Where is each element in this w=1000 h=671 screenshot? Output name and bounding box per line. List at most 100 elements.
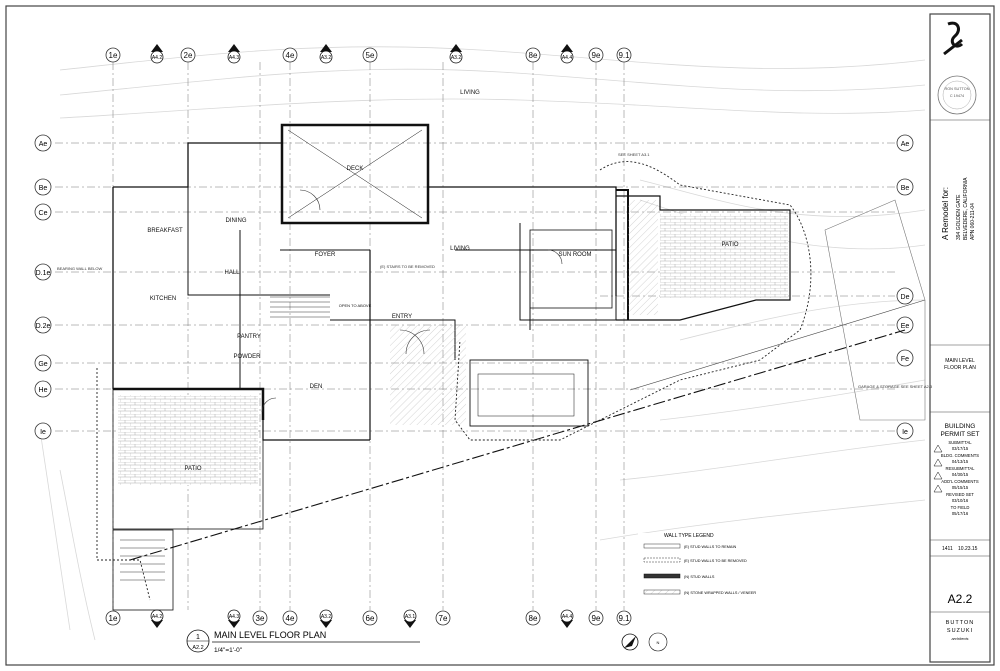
section-marker-icon: A3.2 — [319, 609, 333, 628]
svg-text:He: He — [39, 387, 48, 394]
revision-delta-icons — [933, 444, 943, 493]
revision-list: SUBMITTAL 03/17/15 BLDG. COMMENTS 04/13/… — [941, 440, 979, 516]
garage-outline — [824, 199, 926, 421]
svg-text:Be: Be — [39, 185, 48, 192]
room-label-den: DEN — [310, 384, 323, 390]
section-markers-top: A4.2 A4.3 A3.2 A3.2 A4.4 — [150, 44, 574, 64]
svg-text:A3.2: A3.2 — [321, 614, 332, 620]
svg-text:04/13/15: 04/13/15 — [952, 459, 969, 464]
svg-text:05/17/16: 05/17/16 — [952, 511, 969, 516]
svg-text:03/10/16: 03/10/16 — [952, 498, 969, 503]
north-arrow-icon: N — [621, 632, 668, 652]
sheet-number: A2.2 — [948, 592, 973, 606]
svg-text:9.1: 9.1 — [618, 614, 630, 623]
section-marker-icon: A4.3 — [227, 44, 241, 64]
legend-title: WALL TYPE LEGEND — [664, 533, 714, 539]
svg-text:REVISED SET: REVISED SET — [946, 492, 974, 497]
grid-bubbles-right: Ae Be De Ee Fe Ie — [896, 134, 914, 440]
note-stairs: (E) STAIRS TO BE REMOVED — [380, 264, 435, 269]
grid-lines-vertical — [112, 62, 625, 610]
grid-label: 2e — [184, 51, 193, 60]
firm-logo-icon — [943, 21, 964, 56]
svg-text:03/17/15: 03/17/15 — [952, 446, 969, 451]
svg-text:A3.2: A3.2 — [451, 55, 462, 61]
patio-east-paving — [660, 214, 788, 298]
svg-text:A4.4: A4.4 — [562, 55, 573, 61]
svg-text:6e: 6e — [366, 614, 375, 623]
svg-text:Fe: Fe — [901, 356, 909, 363]
sheet-border — [5, 5, 995, 666]
drawing-sheet-ref: A2.2 — [192, 645, 203, 651]
svg-text:A4.4: A4.4 — [562, 614, 573, 620]
firm-line-1: BUTTON — [946, 620, 975, 626]
stamp-name: RON SUTTON — [944, 87, 969, 91]
interior-stairs — [120, 296, 330, 581]
grid-label: 9.1 — [618, 51, 630, 60]
patio-west-paving — [118, 395, 258, 485]
room-label-foyer: FOYER — [315, 252, 336, 258]
room-labels: DECK BREAKFAST DINING FOYER LIVING LIVIN… — [147, 90, 739, 472]
sheet-name-1: MAIN LEVEL — [945, 358, 975, 364]
grid-label: 5e — [366, 51, 375, 60]
title-block-frame — [929, 13, 991, 663]
svg-text:9e: 9e — [592, 614, 601, 623]
door-swings — [261, 189, 563, 413]
legend-item: (N) STONE WRAPPED WALLS / VENEER — [684, 591, 756, 595]
firm-sub: architects — [951, 636, 968, 641]
svg-text:Ie: Ie — [40, 429, 46, 436]
section-marker-icon: A4.2 — [150, 44, 164, 64]
sheet-date: 10.23.15 — [958, 546, 978, 552]
svg-text:A4.3: A4.3 — [229, 614, 240, 620]
svg-text:A4.2: A4.2 — [152, 614, 163, 620]
drawing-scale: 1/4"=1'-0" — [214, 647, 243, 654]
note-sun-room: SEE SHEET A3.1 — [618, 152, 650, 157]
legend-item: (N) STUD WALLS — [684, 575, 715, 579]
stair-hatch — [628, 200, 658, 315]
grid-bubbles-bottom: 1e 3e 4e 6e 7e 8e 9e 9.1 — [105, 610, 632, 626]
svg-text:Ie: Ie — [902, 429, 908, 436]
project-label: A Remodel for: — [941, 187, 950, 240]
room-label-deck: DECK — [347, 166, 364, 172]
retaining-wall-line — [629, 299, 926, 391]
grid-bubbles-top: 1e 2e 4e 5e 8e 9e 9.1 — [105, 47, 632, 63]
room-label-entry: ENTRY — [392, 314, 412, 320]
svg-text:1e: 1e — [109, 614, 118, 623]
svg-text:05/15/15: 05/15/15 — [952, 485, 969, 490]
lower-slope-hatch — [390, 325, 466, 425]
svg-text:BLDG. COMMENTS: BLDG. COMMENTS — [941, 453, 979, 458]
svg-text:De: De — [901, 294, 910, 301]
svg-text:A4.2: A4.2 — [152, 55, 163, 61]
room-label-kitchen: KITCHEN — [150, 296, 176, 302]
grid-label: 1e — [109, 51, 118, 60]
phase-2: PERMIT SET — [941, 431, 980, 438]
room-label-open-to-above: OPEN TO ABOVE — [339, 303, 372, 308]
svg-text:8e: 8e — [529, 614, 538, 623]
room-label-breakfast: BREAKFAST — [147, 228, 183, 234]
note-bearing-wall: BEARING WALL BELOW — [57, 266, 102, 271]
section-marker-icon: A3.2 — [449, 44, 463, 64]
apn: APN 060-211-04 — [970, 203, 976, 240]
grid-label: 4e — [286, 51, 295, 60]
topo-contours — [39, 46, 926, 641]
north-label: N — [657, 640, 660, 645]
stamp-number: C 19474 — [950, 94, 964, 98]
grid-label: 9e — [592, 51, 601, 60]
section-markers-bottom: A4.2 A4.3 A3.2 A3.1 A4.4 — [150, 609, 574, 628]
svg-text:Be: Be — [901, 185, 910, 192]
legend-item: (E) STUD WALLS TO REMAIN — [684, 545, 737, 549]
room-label-living: LIVING — [460, 90, 480, 96]
drawing-title: MAIN LEVEL FLOOR PLAN — [214, 630, 326, 640]
property-line — [129, 329, 906, 561]
drawing-number: 1 — [196, 634, 200, 641]
svg-text:D.2e: D.2e — [36, 323, 51, 330]
phase-1: BUILDING — [945, 423, 976, 430]
drawing-title-block: 1 A2.2 MAIN LEVEL FLOOR PLAN 1/4"=1'-0" — [186, 629, 420, 654]
architect-stamp-icon — [937, 75, 977, 115]
svg-text:SUBMITTAL: SUBMITTAL — [948, 440, 972, 445]
grid-bubbles-left: Ae Be Ce D.1e D.2e Ge He Ie — [34, 134, 52, 440]
legend-item: (E) STUD WALLS TO BE REMOVED — [684, 559, 747, 563]
room-label-hall: HALL — [224, 270, 240, 276]
firm-line-2: SUZUKI — [947, 628, 973, 634]
address-line-1: 394 GOLDEN GATE — [956, 194, 962, 240]
